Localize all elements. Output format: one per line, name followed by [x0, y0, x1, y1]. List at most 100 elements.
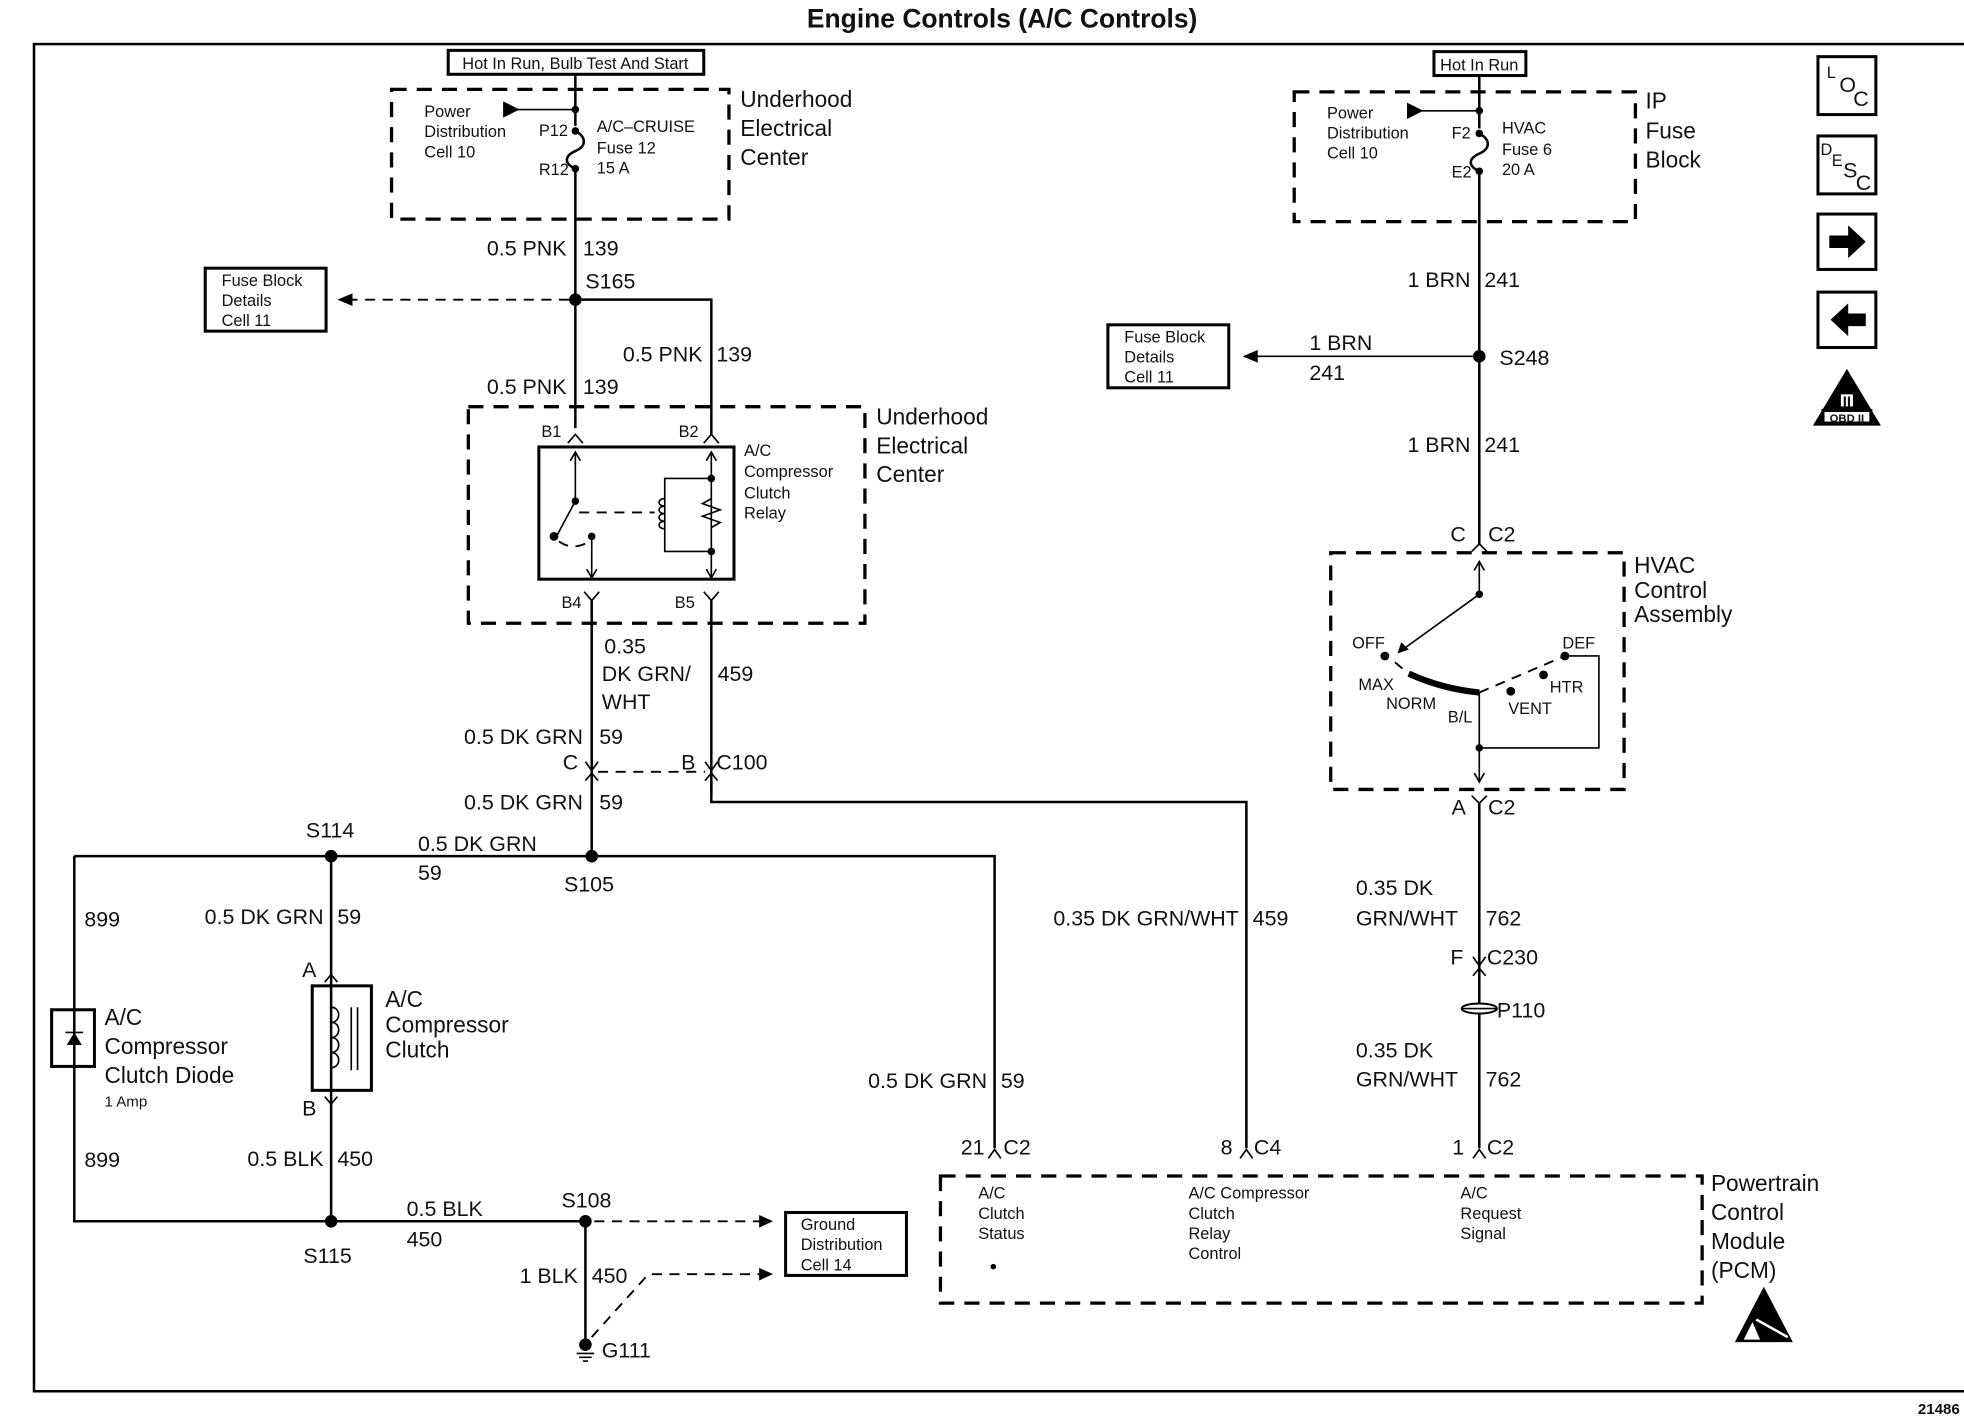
- pass-through-p110[interactable]: P110: [1460, 998, 1546, 1022]
- pcm-input-label-request-signal: A/C Request Signal: [1460, 1185, 1521, 1243]
- svg-text:O: O: [1839, 73, 1856, 97]
- wire-label: 0.35 DK GRN/WHT: [1053, 906, 1238, 930]
- svg-text:762: 762: [1486, 1068, 1522, 1092]
- svg-text:A/C: A/C: [104, 1004, 142, 1030]
- circuit-number: 450: [592, 1264, 628, 1288]
- connector-c100[interactable]: C B C100: [563, 750, 768, 782]
- svg-text:0.35: 0.35: [604, 634, 646, 658]
- circuit-number: 59: [337, 905, 361, 929]
- svg-text:Control: Control: [1711, 1199, 1784, 1225]
- clutch-diode-label: A/C Compressor Clutch Diode 1 Amp: [104, 1004, 234, 1111]
- next-page-button[interactable]: [1816, 212, 1878, 271]
- relay-switch-symbol: [549, 450, 655, 580]
- pcm-pin-1[interactable]: 1 C2: [1452, 1136, 1514, 1160]
- svg-text:Clutch: Clutch: [1188, 1205, 1234, 1223]
- pcm-pin-8[interactable]: 8 C4: [1221, 1136, 1282, 1160]
- ip-power-distribution-ref[interactable]: Power Distribution Cell 10: [1327, 104, 1409, 162]
- splice-s105[interactable]: [585, 849, 599, 863]
- wire-label: 1 BLK: [520, 1264, 579, 1288]
- svg-text:C2: C2: [1488, 522, 1515, 546]
- arrow-left-icon: [1830, 303, 1866, 337]
- uec-fuse-component-label: Underhood Electrical Center: [740, 86, 852, 170]
- wire-label: 0.5 PNK: [623, 342, 703, 366]
- svg-text:OBD II: OBD II: [1830, 413, 1865, 425]
- pin-f2: F2: [1452, 124, 1471, 142]
- svg-text:20 A: 20 A: [1502, 161, 1535, 179]
- wire-label: 0.5 PNK: [487, 237, 567, 261]
- pin-b4: B4: [562, 594, 582, 612]
- circuit-number: 450: [337, 1147, 373, 1171]
- hvac-connector-bottom[interactable]: A C2: [1452, 795, 1516, 820]
- svg-text:Distribution: Distribution: [424, 123, 506, 141]
- wire-label: 0.5 DK GRN: [464, 791, 583, 815]
- fuse-block-details-link-left[interactable]: Fuse Block Details Cell 11: [203, 266, 328, 333]
- svg-text:Center: Center: [876, 461, 944, 487]
- svg-text:Underhood: Underhood: [740, 86, 852, 112]
- svg-text:Compressor: Compressor: [744, 463, 834, 481]
- pin-a: A: [302, 958, 317, 982]
- splice-s248[interactable]: [1473, 350, 1486, 363]
- svg-text:459: 459: [718, 662, 754, 686]
- circuit-number: 241: [1484, 433, 1520, 457]
- svg-text:A/C: A/C: [1460, 1185, 1487, 1203]
- svg-text:C: C: [563, 750, 578, 774]
- hvac-connector-top[interactable]: C C2: [1450, 522, 1515, 553]
- svg-text:Relay: Relay: [1188, 1225, 1231, 1243]
- svg-text:Power: Power: [1327, 104, 1374, 122]
- svg-text:HVAC: HVAC: [1634, 552, 1695, 578]
- svg-text:Compressor: Compressor: [104, 1033, 228, 1059]
- svg-text:VENT: VENT: [1508, 700, 1552, 718]
- circuit-number: 59: [418, 861, 442, 885]
- svg-text:Details: Details: [222, 292, 272, 310]
- svg-text:B: B: [681, 750, 695, 774]
- obd-ii-badge[interactable]: II OBD II: [1812, 368, 1881, 426]
- fuse-6-symbol: [1469, 132, 1490, 173]
- svg-text:762: 762: [1486, 906, 1522, 930]
- svg-text:(PCM): (PCM): [1711, 1257, 1776, 1283]
- svg-text:G111: G111: [602, 1338, 651, 1362]
- pin-r12: R12: [539, 161, 569, 179]
- esd-warning-icon: [1734, 1286, 1793, 1343]
- uec-power-distribution-ref[interactable]: Power Distribution Cell 10: [424, 103, 506, 161]
- compressor-clutch-label: A/C Compressor Clutch: [385, 986, 509, 1062]
- svg-text:GRN/WHT: GRN/WHT: [1356, 906, 1458, 930]
- loc-button[interactable]: L O C: [1816, 55, 1878, 117]
- svg-text:S248: S248: [1499, 346, 1549, 370]
- svg-text:Module: Module: [1711, 1228, 1785, 1254]
- svg-text:Cell 11: Cell 11: [1124, 369, 1174, 387]
- connector-c230[interactable]: F C230: [1450, 945, 1538, 977]
- svg-text:Underhood: Underhood: [876, 403, 988, 429]
- ip-fuse-component-label: IP Fuse Block: [1645, 87, 1701, 172]
- svg-text:Fuse Block: Fuse Block: [222, 272, 304, 290]
- splice-s115[interactable]: [324, 1214, 338, 1228]
- wire-label: 0.5 BLK: [407, 1197, 484, 1221]
- svg-text:E: E: [1832, 152, 1843, 170]
- svg-text:Fuse Block: Fuse Block: [1124, 328, 1206, 346]
- svg-text:S: S: [1843, 159, 1857, 183]
- circuit-number: 899: [84, 908, 120, 932]
- svg-text:0.35 DK: 0.35 DK: [1356, 876, 1434, 900]
- fuse-block-details-link-right[interactable]: Fuse Block Details Cell 11: [1106, 323, 1231, 390]
- svg-text:NORM: NORM: [1386, 695, 1436, 713]
- svg-text:Control: Control: [1634, 577, 1707, 603]
- pcm-label: Powertrain Control Module (PCM): [1711, 1170, 1819, 1283]
- power-source-left: Hot In Run, Bulb Test And Start: [446, 48, 706, 76]
- ground-g111[interactable]: G111: [576, 1338, 651, 1362]
- svg-text:21: 21: [961, 1136, 985, 1160]
- svg-text:A/C: A/C: [385, 986, 423, 1012]
- diagram-frame: [32, 42, 1964, 1393]
- svg-text:C230: C230: [1487, 945, 1538, 969]
- ground-distribution-link[interactable]: Ground Distribution Cell 14: [784, 1210, 908, 1277]
- svg-text:0.35 DK: 0.35 DK: [1356, 1039, 1434, 1063]
- svg-text:S108: S108: [562, 1188, 612, 1212]
- svg-text:C100: C100: [716, 750, 767, 774]
- pcm-pin-21[interactable]: 21 C2: [961, 1136, 1031, 1160]
- circuit-number: 241: [1309, 361, 1345, 385]
- desc-button[interactable]: D E S C: [1816, 134, 1878, 196]
- wire-label-762-upper: 0.35 DK GRN/WHT 762: [1356, 876, 1521, 930]
- svg-text:S165: S165: [585, 269, 635, 293]
- svg-text:A/C–CRUISE: A/C–CRUISE: [597, 118, 695, 136]
- svg-text:OFF: OFF: [1352, 634, 1385, 652]
- prev-page-button[interactable]: [1816, 290, 1878, 350]
